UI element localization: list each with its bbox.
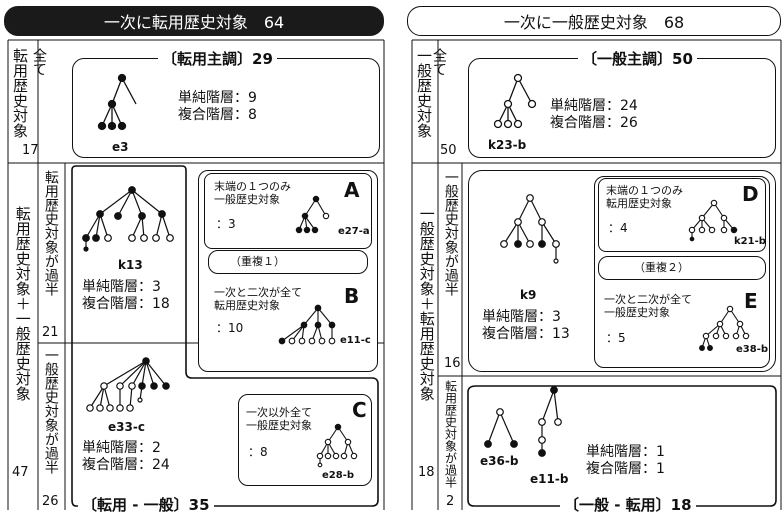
C-line2: 一般歴史対象	[246, 419, 312, 432]
left-col-mid-b-num: 26	[42, 494, 59, 509]
D-line1: 末端の１つのみ	[606, 184, 683, 197]
E-count: ：5	[606, 331, 626, 345]
A-code: e27-a	[338, 226, 370, 237]
right-col-mid-b: 転用歴史対象が過半	[443, 380, 458, 488]
e36-code: e36-b	[480, 454, 519, 468]
overlap1-label: （重複１）	[230, 255, 285, 268]
tree-k21b-icon	[688, 199, 738, 242]
left-col-mid-a: 転用歴史対象が過半	[42, 170, 59, 296]
C-line1: 一次以外全て	[246, 406, 312, 419]
right-col-mid-outer-num: 18	[418, 465, 435, 480]
k9-code: k9	[520, 288, 537, 302]
overlap2-box	[598, 256, 766, 280]
left-col-top-sub: 全て	[31, 48, 47, 76]
tree-e28b-icon	[316, 423, 358, 468]
B-line2: 転用歴史対象	[214, 299, 280, 312]
right-main-complex: 複合階層：26	[550, 115, 638, 131]
right-col-top-num: 50	[440, 143, 457, 158]
right-col-mid-b-num: 2	[446, 494, 455, 509]
box-D	[598, 178, 766, 252]
k9-complex: 複合階層：13	[482, 326, 570, 342]
right-col-top-label: 一般歴史対象	[415, 48, 433, 138]
left-col-mid-outer-num: 47	[12, 465, 29, 480]
k13-complex: 複合階層：18	[82, 296, 170, 312]
left-main-simple: 単純階層：9	[178, 90, 257, 106]
left-col-mid-b: 一般歴史対象が過半	[42, 348, 59, 474]
tree-e11b-icon	[538, 386, 562, 457]
e33-simple: 単純階層：2	[82, 440, 161, 456]
right-main-code: k23-b	[488, 138, 527, 152]
left-col-mid-outer: 転用歴史対象＋一般歴史対象	[13, 206, 32, 401]
tree-k13-icon	[82, 186, 174, 252]
tree-e11c-icon	[278, 304, 336, 345]
B-code: e11-c	[340, 335, 371, 346]
right-col-top-sub: 全て	[431, 48, 447, 76]
tree-k23b-icon	[493, 73, 537, 129]
overlap1-box	[208, 250, 368, 274]
left-main-complex: 複合階層：8	[178, 107, 257, 123]
E-code: e38-b	[736, 344, 769, 355]
box-A	[204, 173, 372, 249]
right-bot-complex: 複合階層：1	[586, 461, 665, 477]
tree-e33c-icon	[86, 357, 170, 412]
right-col-mid-a: 一般歴史対象が過半	[442, 170, 459, 296]
right-col-mid-outer: 一般歴史対象＋転用歴史対象	[417, 206, 436, 401]
D-code: k21-b	[734, 236, 766, 247]
C-code: e28-b	[322, 470, 355, 481]
A-line2: 一般歴史対象	[214, 193, 280, 206]
A-line1: 末端の１つのみ	[214, 180, 291, 193]
left-main-code: e3	[112, 140, 129, 154]
tree-e3-icon	[97, 73, 137, 131]
left-col-top-label: 転用歴史対象	[11, 48, 29, 138]
tree-k9-icon	[500, 194, 560, 264]
right-panel-header: 一次に一般歴史対象 68	[407, 6, 781, 36]
B-letter: B	[344, 284, 360, 308]
tree-e36b-icon	[484, 408, 518, 448]
left-main-title: 〔転用主調〕29	[158, 48, 277, 69]
right-col-mid-a-num: 16	[444, 356, 461, 371]
B-line1: 一次と二次が全て	[214, 286, 302, 299]
left-col-mid-a-num: 21	[42, 325, 59, 340]
D-count: ：4	[608, 221, 628, 235]
k13-code: k13	[118, 258, 143, 272]
k9-simple: 単純階層：3	[482, 309, 561, 325]
A-letter: A	[344, 178, 360, 202]
right-main-title: 〔一般主調〕50	[578, 48, 697, 69]
E-line1: 一次と二次が全て	[604, 293, 692, 306]
e33-code: e33-c	[108, 420, 145, 434]
C-count: ：8	[248, 445, 268, 459]
e11b-code: e11-b	[530, 472, 569, 486]
A-count: ：3	[216, 217, 236, 231]
E-line2: 一般歴史対象	[604, 306, 670, 319]
C-letter: C	[352, 398, 367, 422]
D-line2: 転用歴史対象	[606, 197, 672, 210]
overlap2-label: （重複２）	[634, 261, 689, 274]
left-main-box	[72, 58, 380, 158]
e33-complex: 複合階層：24	[82, 457, 170, 473]
tree-e38b-icon	[699, 305, 750, 351]
tree-e27a-icon	[295, 195, 330, 234]
right-bot-simple: 単純階層：1	[586, 444, 665, 460]
k13-simple: 単純階層：3	[82, 279, 161, 295]
right-bottom-title: 〔一般 - 転用〕18	[560, 494, 696, 515]
D-letter: D	[742, 182, 759, 206]
E-letter: E	[744, 289, 758, 313]
B-count: ：10	[216, 321, 244, 335]
left-col-top-num: 17	[22, 143, 39, 158]
right-main-simple: 単純階層：24	[550, 98, 638, 114]
left-panel-header: 一次に転用歴史対象 64	[4, 6, 384, 36]
